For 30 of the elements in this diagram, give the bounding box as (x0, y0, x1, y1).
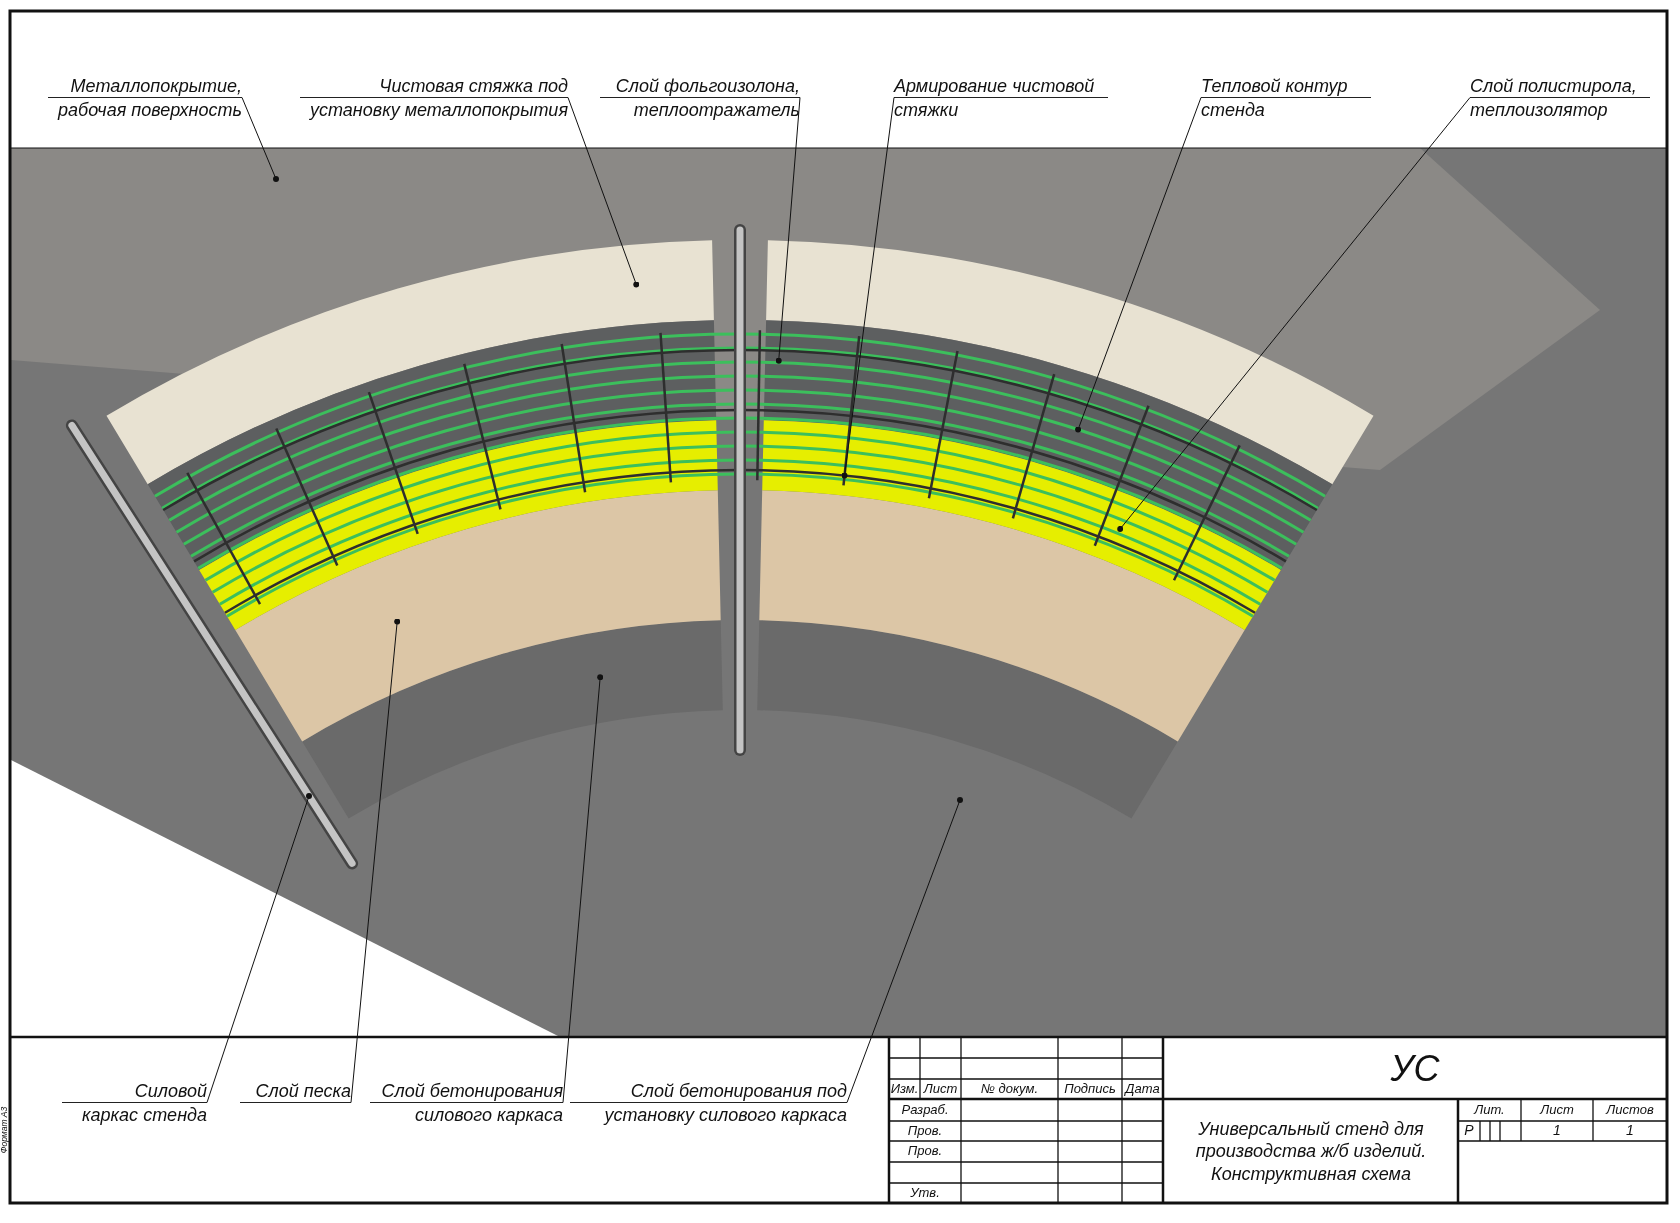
stamp-label: № докум. (979, 1079, 1040, 1098)
stamp-value: 1 (1625, 1121, 1635, 1141)
leader-line (206, 793, 312, 1103)
stamp-label: Лист (1538, 1100, 1575, 1119)
stamp-label: Листов (1604, 1100, 1655, 1119)
stamp-label: Разраб. (900, 1100, 950, 1119)
leader-line (241, 97, 279, 182)
stamp-value: 1 (1552, 1121, 1562, 1141)
drawing-title: Универсальный стенд для производства ж/б изделий. Конструктивная схема (1194, 1117, 1428, 1186)
leader-line (846, 797, 963, 1103)
stamp-label: Утв. (909, 1184, 941, 1203)
callout-text: Слой бетонирования под установку силового каркаса (570, 1079, 847, 1127)
leader-line (1075, 97, 1202, 433)
leader-line (1117, 97, 1471, 532)
stamp-label: Дата (1123, 1079, 1161, 1098)
stamp-label: Подпись (1063, 1079, 1117, 1098)
leader-line (841, 97, 895, 479)
stamp-label: Пров. (906, 1121, 944, 1140)
sheet-format-note: Формат А3 (0, 1105, 9, 1156)
stamp-label: Пров. (906, 1142, 944, 1161)
callout-text: Слой бетонирования силового каркаса (370, 1079, 563, 1127)
leader-line (350, 618, 401, 1103)
leader-line (567, 97, 640, 288)
stamp-label: Лит. (1472, 1100, 1506, 1119)
stamp-label: Изм. (889, 1079, 920, 1098)
leader-line (775, 97, 801, 364)
stamp-label: Лист (922, 1079, 959, 1098)
stamp-value: Р (1463, 1121, 1475, 1141)
leader-line (562, 674, 604, 1103)
drawing-code: УС (1389, 1047, 1441, 1091)
